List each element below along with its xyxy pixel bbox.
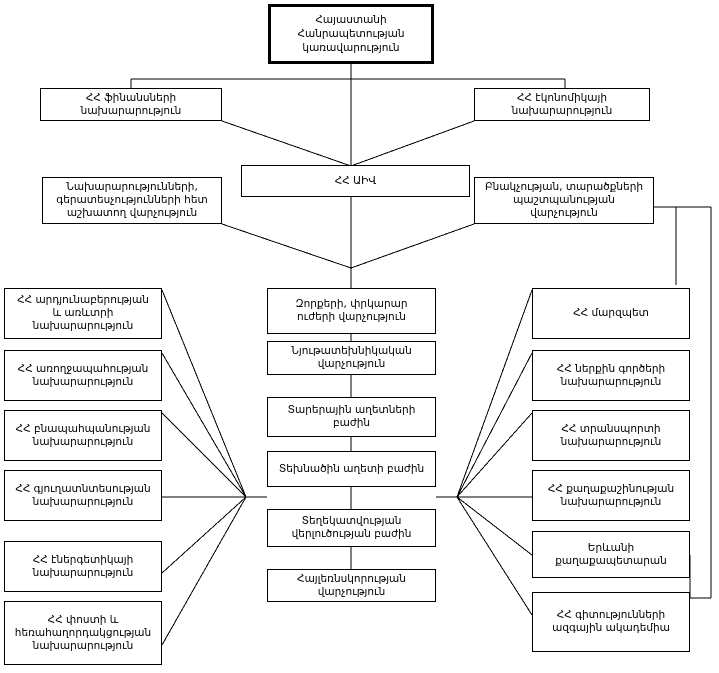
line-right-5-hub — [456, 496, 533, 556]
node-label: ՀՀ ֆինանսների նախարարություն — [80, 91, 182, 117]
line-finance-to-aiv — [221, 120, 352, 167]
node-economy-ministry[interactable]: ՀՀ էկոնոմիկայի նախարարություն — [474, 88, 650, 121]
node-finance-ministry[interactable]: ՀՀ ֆինանսների նախարարություն — [40, 88, 222, 121]
line-left-2-hub — [161, 352, 247, 498]
node-label: Երևանի քաղաքապետարան — [555, 541, 667, 567]
node-interior-ministry[interactable]: ՀՀ ներքին գործերի նախարարություն — [532, 350, 690, 401]
line-right-6-hub — [456, 496, 533, 616]
line-left-3-hub — [161, 412, 247, 498]
node-label: Տեխնածին աղետի բաժին — [278, 462, 425, 475]
node-label: Նախարարությունների, գերատեսչությունների … — [56, 181, 208, 219]
node-agriculture-ministry[interactable]: ՀՀ գյուղատնտեսության նախարարություն — [4, 470, 162, 521]
node-population-protection-dept[interactable]: Բնակչության, տարածքների պաշտպանության վա… — [474, 177, 654, 224]
node-label: ՀՀ քաղաքաշինության նախարարություն — [547, 482, 675, 508]
node-label: Հայլեռնսկորության վարչություն — [297, 572, 406, 598]
node-material-technical-dept[interactable]: Նյութատեխնիկական վարչություն — [267, 341, 436, 375]
node-label: ՀՀ գիտությունների ազգային ակադեմիա — [552, 609, 670, 634]
node-label: Տարերային աղետների բաժին — [287, 404, 416, 429]
node-label: ՀՀ արդյունաբերության և առևտրի նախարարութ… — [17, 294, 149, 332]
node-technogenic-disaster-dept[interactable]: Տեխնածին աղետի բաժին — [267, 451, 436, 487]
node-urban-development-ministry[interactable]: ՀՀ քաղաքաշինության նախարարություն — [532, 470, 690, 521]
node-ministries-dept[interactable]: Նախարարությունների, գերատեսչությունների … — [42, 177, 222, 224]
node-information-analysis-dept[interactable]: Տեղեկատվության վերլուծության բաժին — [267, 509, 436, 547]
node-label: Զորքերի, փրկարար ուժերի վարչություն — [295, 298, 408, 323]
node-academy-of-sciences[interactable]: ՀՀ գիտությունների ազգային ակադեմիա — [532, 592, 690, 652]
node-hydro-meteorology-dept[interactable]: Հայլեռնսկորության վարչություն — [267, 569, 436, 602]
line-left-5-hub — [161, 496, 247, 574]
node-yerevan-municipality[interactable]: Երևանի քաղաքապետարան — [532, 531, 690, 578]
node-label: ՀՀ էներգետիկայի նախարարություն — [32, 553, 134, 579]
node-natural-disasters-dept[interactable]: Տարերային աղետների բաժին — [267, 397, 436, 437]
node-label: Նյութատեխնիկական վարչություն — [291, 345, 412, 370]
line-right-1-hub — [456, 289, 533, 498]
node-transport-ministry[interactable]: ՀՀ տրանսպորտի նախարարություն — [532, 410, 690, 461]
line-right-2-hub — [456, 352, 533, 498]
node-environment-ministry[interactable]: ՀՀ բնապահպանության նախարարություն — [4, 410, 162, 461]
node-label: ՀՀ առողջապահության նախարարություն — [17, 362, 149, 388]
node-label: ՀՀ բնապահպանության նախարարություն — [15, 422, 151, 448]
line-ministries-dept-join — [221, 223, 352, 269]
node-label: ՀՀ փոստի և հեռահաղորդակցության նախարարու… — [14, 613, 152, 652]
node-label: ՀՀ տրանսպորտի նախարարություն — [560, 422, 662, 448]
node-health-ministry[interactable]: ՀՀ առողջապահության նախարարություն — [4, 350, 162, 401]
node-label: Հայաստանի Հանրապետության կառավարություն — [297, 14, 405, 54]
node-troops-rescue-dept[interactable]: Զորքերի, փրկարար ուժերի վարչություն — [267, 288, 436, 334]
node-label: ՀՀ գյուղատնտեսության նախարարություն — [15, 482, 151, 508]
node-government-root[interactable]: Հայաստանի Հանրապետության կառավարություն — [268, 4, 434, 64]
node-industry-trade-ministry[interactable]: ՀՀ արդյունաբերության և առևտրի նախարարութ… — [4, 288, 162, 339]
node-label: ՀՀ մարզպետ — [573, 307, 649, 319]
line-left-6-hub — [161, 496, 247, 646]
node-energy-ministry[interactable]: ՀՀ էներգետիկայի նախարարություն — [4, 541, 162, 592]
node-label: Բնակչության, տարածքների պաշտպանության վա… — [484, 181, 644, 219]
node-label: ՀՀ ԱԻՎ — [334, 174, 377, 187]
node-marzpet[interactable]: ՀՀ մարզպետ — [532, 288, 690, 339]
line-population-dept-join — [350, 223, 475, 269]
node-label: ՀՀ ներքին գործերի նախարարություն — [556, 362, 666, 388]
line-right-3-hub — [456, 412, 533, 498]
node-label: ՀՀ էկոնոմիկայի նախարարություն — [511, 91, 613, 117]
line-left-1-hub — [161, 289, 247, 498]
node-post-telecom-ministry[interactable]: ՀՀ փոստի և հեռահաղորդակցության նախարարու… — [4, 601, 162, 665]
node-aiv[interactable]: ՀՀ ԱԻՎ — [241, 165, 470, 197]
node-label: Տեղեկատվության վերլուծության բաժին — [291, 515, 412, 540]
line-economy-to-aiv — [350, 120, 475, 167]
